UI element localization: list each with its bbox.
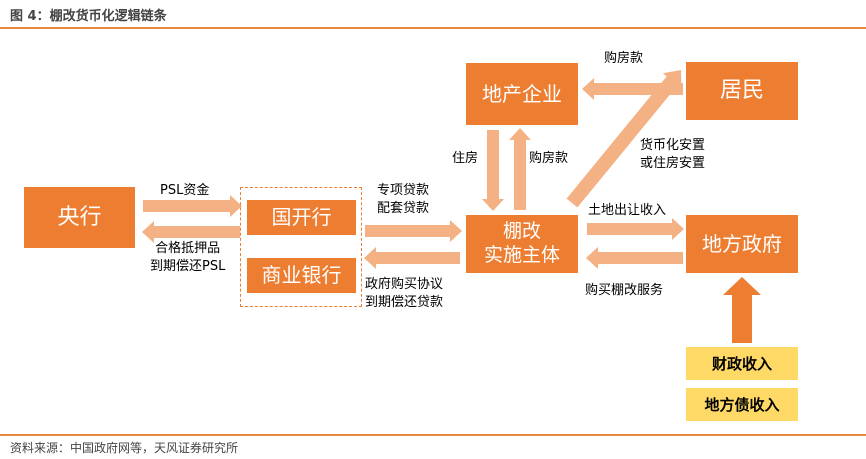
node-developers: 地产企业 — [466, 63, 578, 125]
label-monetized-line1: 货币化安置 — [640, 138, 706, 153]
label-land-transfer: 土地出让收入 — [588, 203, 667, 218]
label-collateral-line1: 合格抵押品 — [155, 241, 221, 256]
label-special-loan-line2: 配套贷款 — [377, 201, 430, 216]
arrow-repay-to-banks — [364, 247, 460, 269]
label-payment-from-residents: 购房款 — [604, 51, 644, 66]
label-buy-services: 购买棚改服务 — [585, 283, 664, 298]
arrow-payment-up — [509, 128, 531, 210]
label-payment-to-dev: 购房款 — [529, 151, 569, 166]
node-fiscal-revenue: 财政收入 — [686, 347, 798, 380]
label-gov-purchase: 政府购买协议 到期偿还贷款 — [365, 276, 443, 312]
label-housing: 住房 — [452, 151, 479, 166]
arrow-housing-down — [482, 130, 504, 211]
label-monetized: 货币化安置 或住房安置 — [640, 137, 705, 173]
label-monetized-line2: 或住房安置 — [640, 156, 706, 171]
arrow-revenue-to-gov — [723, 277, 761, 343]
label-gov-purchase-line1: 政府购买协议 — [365, 277, 444, 292]
label-special-loan-line1: 专项贷款 — [377, 183, 430, 198]
label-collateral-line2: 到期偿还PSL — [150, 259, 226, 274]
figure-title: 图 4：棚改货币化逻辑链条 — [10, 9, 167, 24]
arrow-buy-services — [586, 247, 683, 269]
node-implementer: 棚改 实施主体 — [466, 215, 578, 273]
footer-divider — [0, 434, 866, 436]
label-collateral: 合格抵押品 到期偿还PSL — [150, 240, 225, 276]
implementer-line2: 实施主体 — [483, 244, 560, 266]
node-local-gov: 地方政府 — [686, 215, 798, 273]
arrow-psl-to-cdb — [143, 195, 242, 217]
node-cdb: 国开行 — [247, 200, 356, 235]
title-divider — [0, 27, 866, 29]
node-local-bond-revenue: 地方债收入 — [686, 388, 798, 421]
banks-group — [240, 187, 362, 307]
arrow-loan-to-implementer — [365, 220, 462, 242]
arrow-repay-to-central-bank — [142, 221, 240, 243]
node-residents: 居民 — [686, 62, 798, 120]
node-central-bank: 央行 — [24, 187, 135, 248]
arrow-implementer-to-residents — [566, 70, 682, 208]
label-psl-funds: PSL资金 — [160, 183, 210, 198]
implementer-line1: 棚改 — [502, 220, 541, 243]
label-special-loan: 专项贷款 配套贷款 — [377, 182, 429, 218]
label-gov-purchase-line2: 到期偿还贷款 — [365, 295, 444, 310]
source-note: 资料来源：中国政府网等，天风证券研究所 — [10, 441, 239, 455]
node-commercial-banks: 商业银行 — [247, 258, 356, 293]
arrow-land-revenue — [587, 218, 684, 240]
